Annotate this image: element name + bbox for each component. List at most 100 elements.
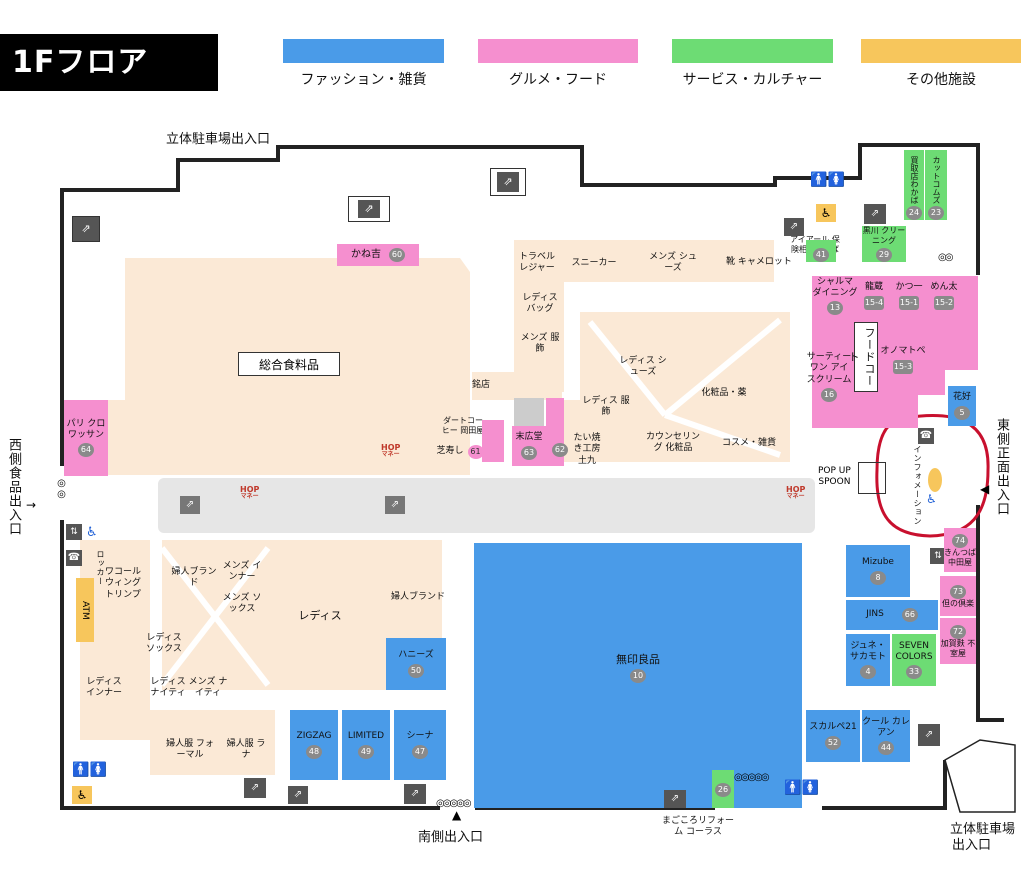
store-paris-name: パリ クロワッサン (66, 418, 106, 440)
store-menta[interactable]: めん太 15-2 (928, 278, 960, 314)
escalator-icon: ⇗ (490, 168, 526, 196)
store-cutcoms[interactable]: カットコムズ 23 (925, 150, 947, 220)
floor-title: 1Fフロア (0, 34, 218, 91)
area-travel (514, 240, 774, 282)
store-fujin-rana[interactable]: 婦人服 ラナ (224, 736, 268, 764)
store-zigzag[interactable]: ZIGZAG 48 (290, 710, 338, 780)
store-shiro[interactable]: 73 但の倶楽 (940, 576, 976, 616)
outer-wall-south (60, 520, 440, 810)
store-ladies-socks[interactable]: レディス ソックス (144, 630, 184, 658)
store-hanayoshi[interactable]: 花好 5 (948, 386, 976, 426)
entrance-parking-top[interactable]: 立体駐車場出入口 (166, 132, 271, 147)
entrance-west[interactable]: 西側食品出入口 (6, 438, 21, 536)
legend-swatch-service (672, 39, 833, 63)
store-cool[interactable]: クール カレアン 44 (862, 710, 910, 762)
store-kurokawa[interactable]: 黒川 クリーニング 29 (862, 226, 906, 262)
entrance-parking-bottom-2[interactable]: 出入口 (952, 838, 992, 853)
store-paris[interactable]: パリ クロワッサン 64 (64, 400, 108, 476)
store-ladies-shoes[interactable]: レディス シューズ (616, 352, 670, 382)
store-dart-block (482, 420, 504, 462)
entrance-south-arrow-icon: ▲ (452, 808, 462, 822)
store-mizube[interactable]: Mizube 8 (846, 545, 910, 597)
store-fujin-rana-name: 婦人服 ラナ (226, 738, 266, 760)
store-sneaker-name: スニーカー (571, 258, 617, 269)
store-travel[interactable]: トラベル レジャー (514, 246, 560, 280)
store-cosme-zakka[interactable]: コスメ・雑貨 (720, 434, 778, 454)
store-kaga-num: 72 (950, 625, 966, 639)
entrance-south[interactable]: 南側出入口 (418, 830, 484, 845)
phone-icon: ☎ (918, 428, 934, 444)
store-mens-accessory[interactable]: メンズ 服飾 (518, 330, 562, 358)
hop-sign-3-b: マネー (786, 493, 805, 500)
store-sheena[interactable]: シーナ 47 (394, 710, 446, 780)
store-honeys[interactable]: ハニーズ 50 (386, 638, 446, 690)
store-wacoal[interactable]: ワコール ウィング トリンプ (100, 564, 146, 604)
store-kurokawa-name: 黒川 クリーニング (862, 226, 906, 245)
store-kaitori[interactable]: 買取店わかば 24 (904, 150, 924, 220)
entrance-west-arrow-icon: → (26, 498, 37, 512)
store-thirtyone[interactable]: サーティーワン アイスクリーム 16 (806, 352, 852, 402)
store-ladies-nighty[interactable]: レディス ナイティ (148, 674, 188, 702)
legend-swatch-gourmet (478, 39, 638, 63)
area-counseling (562, 400, 622, 462)
store-jins[interactable]: JINS 66 (846, 600, 938, 630)
store-meiten[interactable]: 銘店 (464, 378, 498, 394)
store-kanekichi[interactable]: かね吉 60 (337, 244, 419, 266)
store-mens-shoes[interactable]: メンズ シューズ (646, 248, 700, 278)
hop-sign-2-a: HOP (240, 485, 260, 494)
store-katsu[interactable]: かつ一 15-1 (892, 278, 926, 314)
store-kutsu[interactable]: 靴 キャメロット (726, 248, 792, 278)
store-suehiro[interactable]: 末広堂 63 (512, 426, 546, 466)
store-shibazushi-name: 芝寿し (436, 446, 464, 457)
entrance-parking-bottom-1[interactable]: 立体駐車場 (950, 822, 1016, 837)
store-limited[interactable]: LIMITED 49 (342, 710, 390, 780)
legend-label-service: サービス・カルチャー (682, 72, 823, 88)
store-mens-inner-name: メンズ インナー (222, 560, 262, 582)
store-sneaker[interactable]: スニーカー (566, 252, 622, 276)
store-jins-num: 66 (901, 608, 918, 622)
store-ladies-inner-name: レディス インナー (85, 676, 122, 698)
store-mens-nighty[interactable]: メンズ ナイティ (188, 674, 228, 702)
store-ladies-main[interactable]: レディス (292, 606, 348, 626)
sign-foodcourt: フードコート (847, 322, 878, 392)
store-seven[interactable]: SEVEN COLORS 33 (892, 634, 936, 686)
sign-info: インフォメーション (913, 445, 922, 526)
store-taiyaki-label: 62 たい焼き工房 土九 (552, 433, 604, 466)
store-kintsuba[interactable]: 74 きんつば 中田屋 (944, 528, 976, 572)
store-kaga[interactable]: 72 加賀麩 不室屋 (940, 618, 976, 664)
store-june[interactable]: ジュネ・ サカモト 4 (846, 634, 890, 686)
store-mens-socks[interactable]: メンズ ソックス (220, 590, 264, 618)
store-aiaru-block[interactable]: 41 (806, 240, 836, 262)
area-foodcourt (812, 276, 978, 428)
store-ladies-inner[interactable]: レディス インナー (84, 674, 124, 702)
entrance-east[interactable]: 東側正面出入口 (994, 418, 1009, 516)
outer-wall (60, 143, 980, 466)
store-mens-inner[interactable]: メンズ インナー (220, 558, 264, 586)
area-cosme (580, 312, 790, 462)
store-magokoro[interactable]: 26 (712, 770, 734, 808)
store-june-name: ジュネ・ サカモト (849, 640, 886, 662)
store-onomatope-num: 15-3 (892, 359, 914, 374)
store-zigzag-num: 48 (306, 744, 322, 759)
store-sharma[interactable]: シャルマ ダイニング 13 (812, 277, 858, 316)
store-dart-name: ダートコーヒー 岡田屋 (441, 416, 485, 435)
store-cosme[interactable]: 化粧品・薬 (694, 384, 754, 404)
store-onomatope[interactable]: オノマトペ 15-3 (880, 342, 926, 378)
store-ladies-accessory[interactable]: レディス 服飾 (580, 392, 632, 422)
stairs-icon: ⇗ (385, 496, 405, 514)
store-fujin-formal[interactable]: 婦人服 フォーマル (164, 736, 216, 764)
store-suehiro-name: 末広堂 (515, 432, 543, 443)
store-wacoal-name: ワコール ウィング トリンプ (104, 567, 141, 600)
store-katsu-name: かつ一 (895, 282, 923, 293)
store-counseling[interactable]: カウンセリング 化粧品 (644, 428, 702, 458)
store-scarpe[interactable]: スカルペ21 52 (806, 710, 860, 762)
area-aisle (158, 478, 815, 533)
area-gray-block (514, 398, 544, 426)
store-shibazushi[interactable]: 芝寿し 61 (432, 442, 488, 462)
store-ryuzo[interactable]: 龍蔵 15-4 (858, 278, 890, 314)
store-ladies-bag[interactable]: レディス バッグ (518, 290, 562, 318)
store-fujin-brand-1[interactable]: 婦人ブランド (168, 567, 220, 588)
store-fujin-brand-2[interactable]: 婦人ブランド (390, 590, 446, 606)
store-suehiro-num: 63 (521, 445, 537, 460)
store-muji[interactable]: 無印良品 10 (600, 646, 676, 690)
